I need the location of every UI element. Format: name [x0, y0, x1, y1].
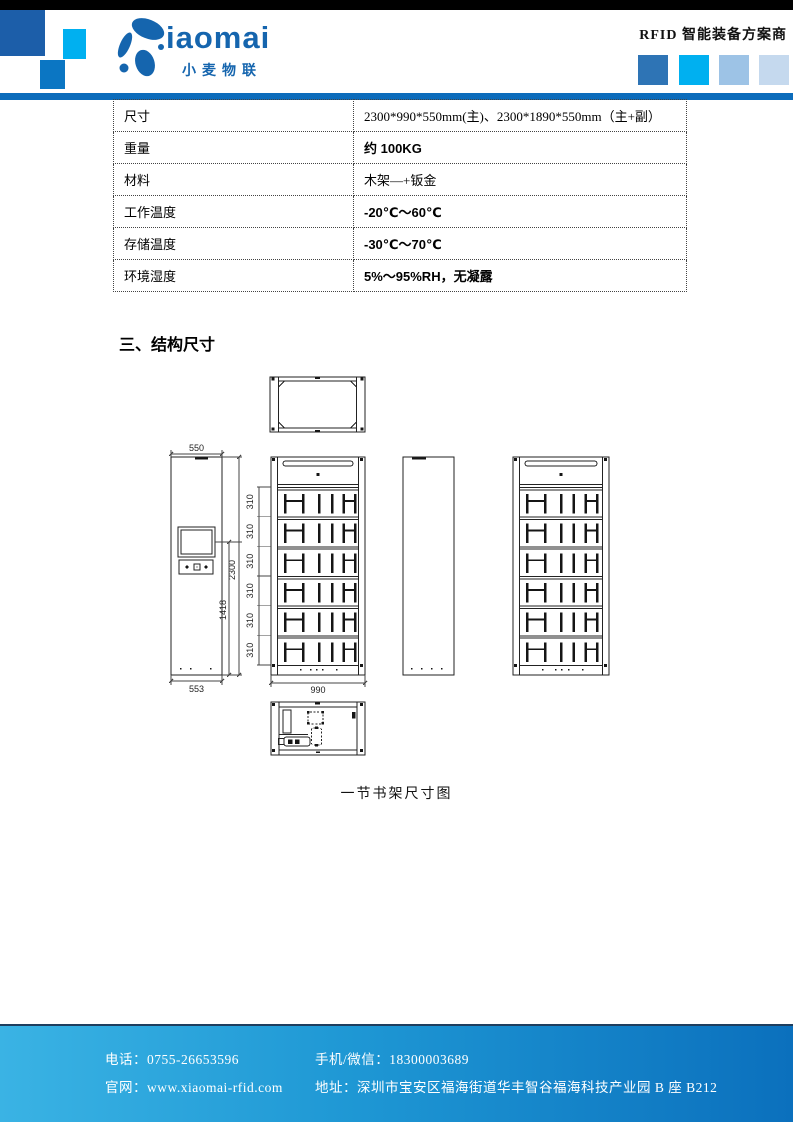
dim-shelf-3: 310 — [245, 554, 255, 569]
logo-chinese-name: 小麦物联 — [182, 64, 262, 79]
company-tagline: RFID 智能装备方案商 — [639, 28, 787, 43]
dim-front-width: 990 — [310, 685, 325, 695]
dim-bottom-width: 553 — [189, 684, 204, 694]
spec-value: 5%～95%RH，无凝露 — [353, 259, 687, 292]
deco-right-square-4 — [759, 55, 789, 85]
top-view — [269, 376, 366, 433]
dim-shelf-2: 310 — [245, 524, 255, 539]
structure-drawing: 550 553 2300 1418 — [168, 376, 610, 756]
spec-label: 尺寸 — [113, 99, 354, 132]
header-top-bar — [0, 0, 793, 10]
spec-label: 重量 — [113, 131, 354, 164]
spec-label: 工作温度 — [113, 195, 354, 228]
footer-address: 地址：深圳市宝安区福海街道华丰智谷福海科技产业园 B 座 B212 — [315, 1080, 718, 1095]
deco-right-square-3 — [719, 55, 749, 85]
table-row: 环境湿度 5%～95%RH，无凝露 — [113, 259, 687, 292]
header-divider-bar — [0, 93, 793, 100]
dim-shelf-1: 310 — [245, 494, 255, 509]
footer-phone: 电话：0755-26653596 — [105, 1052, 239, 1067]
section-heading: 三、结构尺寸 — [119, 337, 216, 354]
spec-value: -20℃～60℃ — [353, 195, 687, 228]
footer-mobile-wechat: 手机/微信：18300003689 — [315, 1052, 470, 1067]
footer-website: 官网：www.xiaomai-rfid.com — [105, 1080, 283, 1095]
front-view-2 — [512, 456, 610, 676]
deco-right-square-1 — [638, 55, 668, 85]
table-row: 工作温度 -20℃～60℃ — [113, 195, 687, 228]
dim-top-width: 550 — [189, 443, 204, 453]
front-view: 310 310 310 310 310 310 990 — [245, 456, 368, 695]
table-row: 存储温度 -30℃～70℃ — [113, 227, 687, 260]
deco-square-cyan — [63, 29, 86, 59]
logo-wordmark: iaomai — [166, 20, 271, 55]
left-side-view: 550 553 2300 1418 — [168, 443, 242, 694]
spec-label: 存储温度 — [113, 227, 354, 260]
dim-inner-height: 1418 — [218, 600, 228, 620]
drawing-caption: 一节书架尺寸图 — [340, 787, 453, 802]
spec-table: 尺寸 2300*990*550mm(主)、2300*1890*550mm（主+副… — [113, 99, 687, 292]
spec-value: -30℃～70℃ — [353, 227, 687, 260]
footer-top-line — [0, 1024, 793, 1026]
spec-label: 环境湿度 — [113, 259, 354, 292]
dim-shelf-4: 310 — [245, 583, 255, 598]
deco-square-mid — [40, 60, 65, 89]
dim-shelf-6: 310 — [245, 643, 255, 658]
table-row: 重量 约 100KG — [113, 131, 687, 164]
side-view-plain — [402, 456, 455, 676]
spec-value: 木架—+钣金 — [353, 163, 687, 196]
logo-splash-icon — [117, 18, 165, 77]
deco-right-square-2 — [679, 55, 709, 85]
deco-square-dark — [0, 10, 45, 56]
dim-shelf-5: 310 — [245, 613, 255, 628]
footer-bar: 电话：0755-26653596 手机/微信：18300003689 官网：ww… — [0, 1026, 793, 1122]
spec-label: 材料 — [113, 163, 354, 196]
table-row: 材料 木架—+钣金 — [113, 163, 687, 196]
spec-value: 约 100KG — [353, 131, 687, 164]
table-row: 尺寸 2300*990*550mm(主)、2300*1890*550mm（主+副… — [113, 99, 687, 132]
spec-value: 2300*990*550mm(主)、2300*1890*550mm（主+副） — [353, 99, 687, 132]
bottom-view — [270, 701, 366, 756]
dim-height: 2300 — [227, 560, 237, 580]
company-logo: iaomai 小麦物联 — [112, 12, 282, 90]
